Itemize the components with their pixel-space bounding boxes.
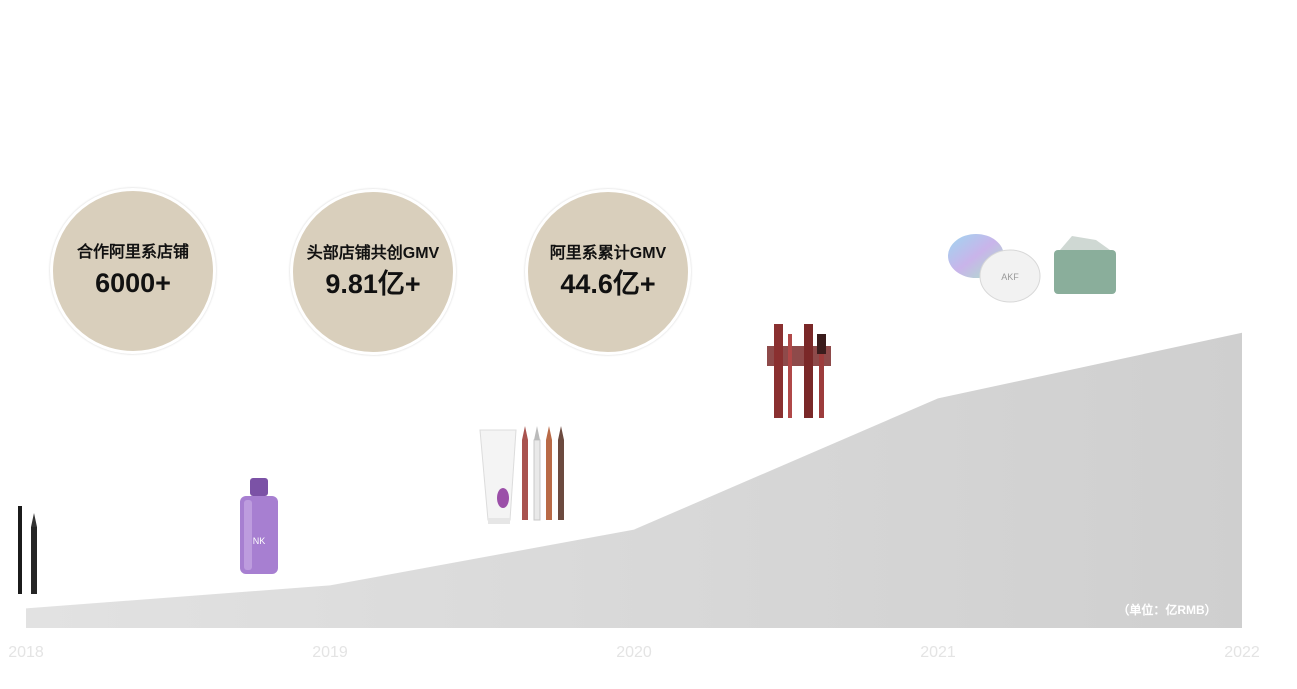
eyeliner-pens-product — [18, 506, 37, 594]
x-tick-label: 2020 — [616, 644, 652, 661]
stat-label: 合作阿里系店铺 — [76, 244, 189, 261]
svg-text:NK: NK — [253, 536, 266, 546]
stat-label: 阿里系累计GMV — [549, 245, 667, 262]
cushion-and-cream-product: AKF — [948, 234, 1116, 303]
purple-bottle-product: NK — [240, 478, 278, 574]
stat-circle-top-store-gmv: 头部店铺共创GMV 9.81亿+ — [290, 189, 456, 355]
x-tick-label: 2018 — [8, 644, 44, 661]
svg-text:AKF: AKF — [1001, 272, 1019, 282]
stat-value: 9.81亿+ — [325, 269, 421, 299]
stat-label: 头部店铺共创GMV — [306, 245, 440, 262]
x-tick-label: 2022 — [1224, 644, 1260, 661]
stat-circle-total-gmv: 阿里系累计GMV 44.6亿+ — [525, 189, 691, 355]
stat-value: 44.6亿+ — [560, 269, 656, 299]
stat-value: 6000+ — [95, 268, 171, 298]
mascara-product — [767, 324, 831, 418]
unit-label: （单位：亿RMB） — [1117, 603, 1217, 617]
stat-circle-stores: 合作阿里系店铺 6000+ — [50, 188, 216, 354]
area-series — [26, 332, 1242, 628]
cleanser-and-pencils-product — [479, 426, 564, 524]
x-tick-label: 2021 — [920, 644, 956, 661]
x-tick-label: 2019 — [312, 644, 348, 661]
